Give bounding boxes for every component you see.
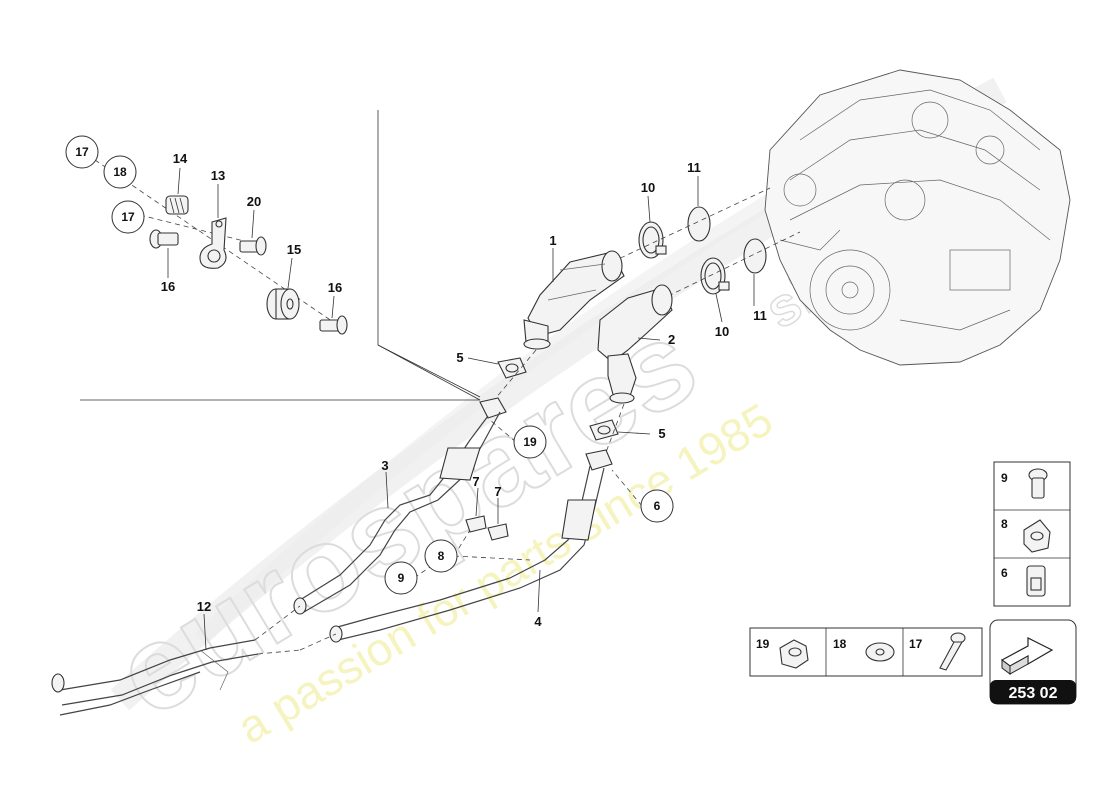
legend-ref-19: 19 — [756, 637, 770, 651]
legend-ref-17: 17 — [909, 637, 923, 651]
engine-block — [764, 69, 1071, 366]
ref-13: 13 — [211, 168, 225, 183]
legend-flange-nut-icon — [779, 639, 809, 669]
legend-bottom: 19 18 17 — [749, 627, 983, 677]
bolt-part-20 — [239, 236, 267, 256]
ref-14: 14 — [173, 151, 188, 166]
callout-circle-17: 17 — [65, 135, 99, 169]
callout-circle-9: 9 — [384, 561, 418, 595]
clip-7b — [487, 523, 509, 541]
ref-11b: 11 — [753, 308, 767, 323]
ref-2: 2 — [668, 332, 675, 347]
bolt-part-16b — [319, 315, 348, 335]
bracket-part-13 — [199, 217, 227, 269]
clamp-10b — [700, 257, 730, 295]
ref-15: 15 — [287, 242, 301, 257]
legend-ref-18: 18 — [833, 637, 847, 651]
catalytic-converter-2 — [597, 284, 673, 404]
callout-circle-8: 8 — [424, 539, 458, 573]
ref-12: 12 — [197, 599, 211, 614]
gasket-5b — [589, 419, 619, 441]
callout-circle-18: 18 — [103, 155, 137, 189]
ref-3: 3 — [381, 458, 388, 473]
legend-nut-icon — [1023, 519, 1051, 553]
gasket-5a — [497, 357, 527, 379]
detail-inset: 17 18 17 14 13 20 15 16 16 — [65, 110, 481, 401]
svg-text:9: 9 — [398, 571, 405, 585]
ref-4: 4 — [534, 614, 542, 629]
bolt-part-16a — [149, 229, 179, 249]
svg-text:18: 18 — [113, 165, 127, 179]
svg-text:6: 6 — [654, 499, 661, 513]
callout-circle-6: 6 — [640, 489, 674, 523]
svg-text:17: 17 — [121, 210, 135, 224]
legend-ref-8: 8 — [1001, 517, 1008, 531]
ref-1: 1 — [549, 233, 556, 248]
ref-20: 20 — [247, 194, 261, 209]
catalog-code-box: 253 02 — [989, 619, 1077, 705]
rear-exhaust-section-12 — [51, 639, 259, 716]
legend-clip-nut-icon — [1026, 565, 1046, 597]
ref-10b: 10 — [715, 324, 729, 339]
ref-7a: 7 — [472, 474, 479, 489]
ref-16b: 16 — [328, 280, 342, 295]
svg-text:17: 17 — [75, 145, 89, 159]
ref-5a: 5 — [456, 350, 463, 365]
callout-circle-17b: 17 — [111, 200, 145, 234]
sealing-ring-11a — [687, 206, 711, 242]
sealing-ring-11b — [743, 238, 767, 274]
ref-5b: 5 — [658, 426, 665, 441]
ref-16a: 16 — [161, 279, 175, 294]
svg-text:8: 8 — [438, 549, 445, 563]
legend-washer-icon — [865, 642, 895, 662]
ref-7b: 7 — [494, 484, 501, 499]
legend-long-bolt-icon — [939, 632, 966, 671]
direction-arrow-icon — [1000, 637, 1054, 675]
svg-text:19: 19 — [523, 435, 537, 449]
exhaust-pipe-4 — [329, 449, 613, 643]
legend-right: 9 8 6 — [993, 461, 1071, 607]
legend-ref-9: 9 — [1001, 471, 1008, 485]
callout-circle-19: 19 — [513, 425, 547, 459]
spring-part-14 — [165, 195, 189, 215]
catalytic-converter-1 — [523, 250, 625, 350]
legend-ref-6: 6 — [1001, 566, 1008, 580]
catalog-code: 253 02 — [1009, 685, 1058, 702]
bushing-part-15 — [266, 288, 300, 320]
ref-11a: 11 — [687, 160, 701, 175]
legend-bolt-icon — [1028, 468, 1048, 499]
ref-10a: 10 — [641, 180, 655, 195]
clip-7a — [465, 515, 487, 533]
clamp-10a — [638, 221, 667, 259]
